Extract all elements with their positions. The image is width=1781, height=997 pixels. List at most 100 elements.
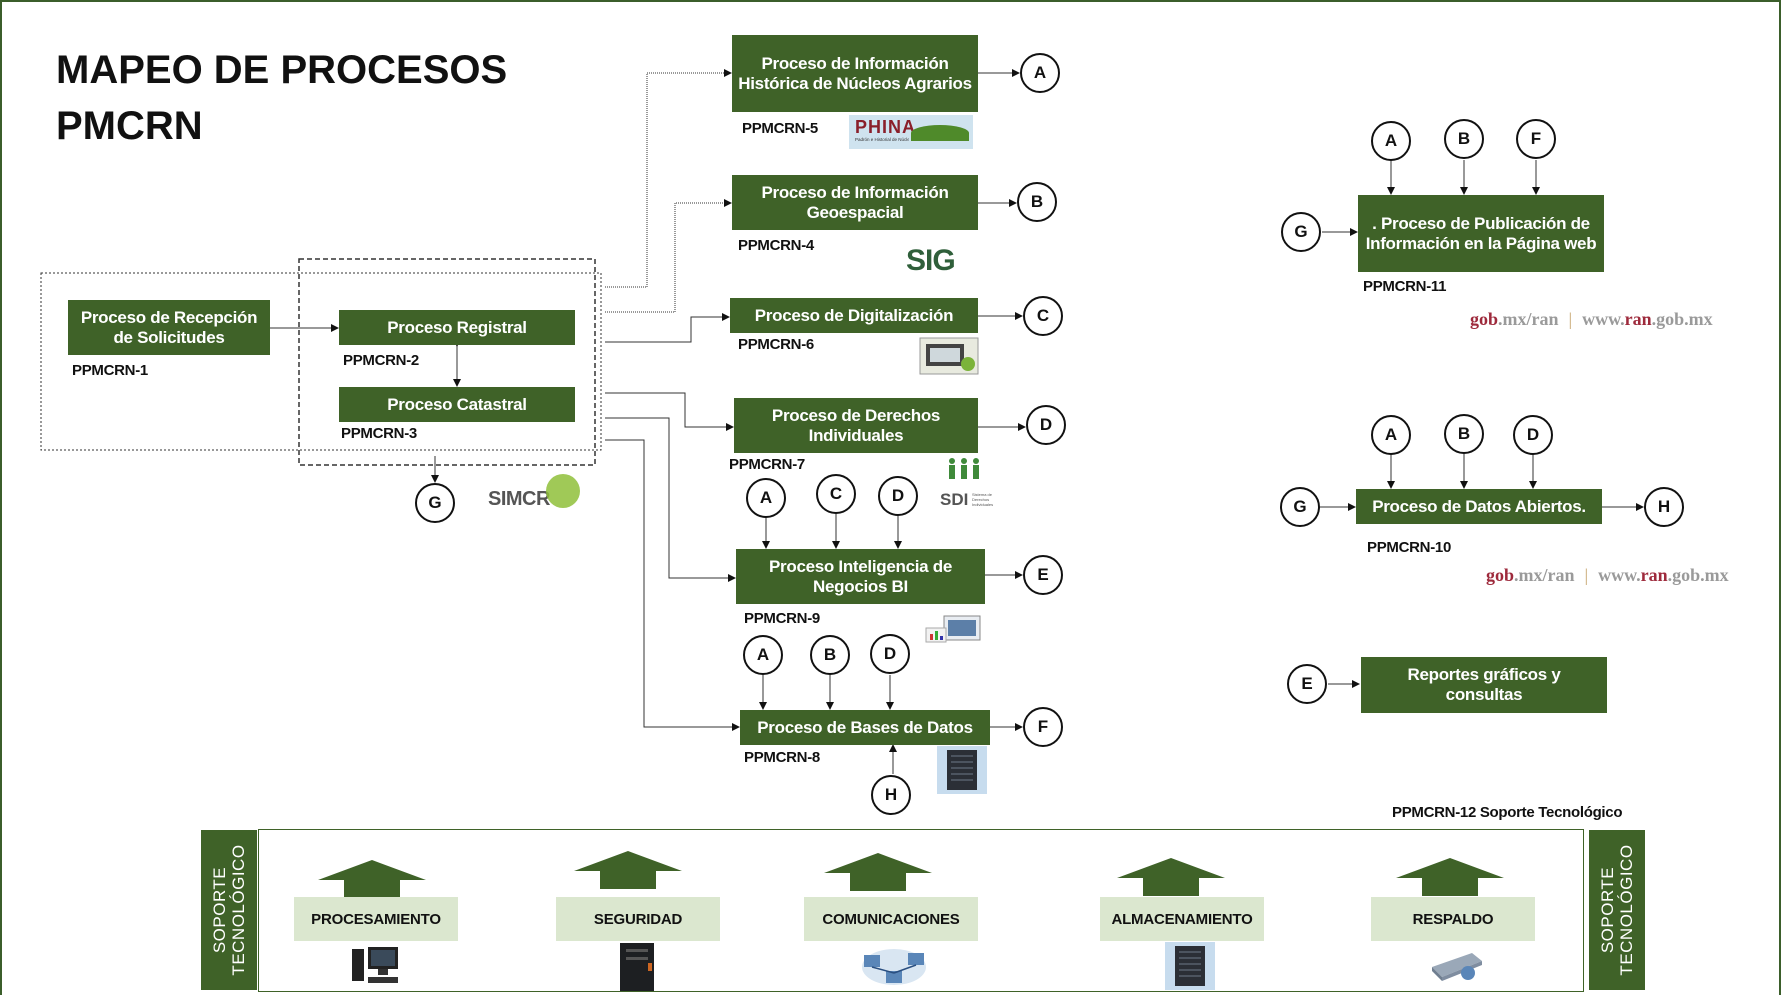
gob-link-1: gob.mx/ran | www.ran.gob.mx [1470,309,1713,330]
gob-link-2: gob.mx/ran|www.ran.gob.mx [1486,565,1729,586]
phina-logo-subtitle: Padrón e Historial de Núcleos Agrarios [855,137,909,142]
people-icon [949,458,979,479]
gob-link-2-mxran: .mx/ran [1514,565,1575,585]
scanner-icon [919,337,979,375]
gob-link-2-ran: ran [1640,565,1668,585]
process-reportes: Reportes gráficos y consultas [1361,657,1607,713]
gob-link-1-gobmx: .gob.mx [1651,309,1713,329]
support-side-right-line-1: SOPORTE [1598,866,1617,954]
phina-logo-text: PHINA [855,117,917,137]
simcr-logo-mark [546,474,580,508]
gob-link-1-gob: gob [1470,309,1499,329]
process-inteligencia-label: Proceso Inteligencia de Negocios BI [769,556,952,596]
connector-g-abiertos-input: G [1280,487,1320,527]
phina-logo-mark [911,125,969,141]
process-abiertos-label: Proceso de Datos Abiertos. [1372,496,1586,516]
code-ppmcrn-3: PPMCRN-3 [341,425,417,442]
group-recepcion-boundary [40,272,602,451]
dashboard-icon [925,615,981,643]
connector-d-bases-input: D [870,634,910,674]
process-historica-label: Proceso de Información Histórica de Núcl… [738,53,972,93]
connector-g: G [415,483,455,523]
support-item-almacenamiento: ALMACENAMIENTO [1100,897,1264,941]
process-recepcion: Proceso de Recepción de Solicitudes [68,300,270,355]
connector-c-bi-input: C [816,474,856,514]
simcr-logo: SIMCR [488,474,580,510]
up-arrow-icon [1396,858,1504,896]
code-ppmcrn-6: PPMCRN-6 [738,336,814,353]
title-line-2: PMCRN [56,104,203,148]
process-registral: Proceso Registral [339,310,575,345]
connector-e-bi: E [1023,555,1063,595]
gob-link-1-ran: ran [1624,309,1652,329]
process-historica: Proceso de Información Histórica de Núcl… [732,35,978,112]
sdi-logo: SDI Sistema de Derechos Individuales [940,456,996,514]
sdi-logo-text: SDI [940,490,969,509]
support-side-right-line-2: TECNOLÓGICO [1617,844,1636,976]
code-ppmcrn-1: PPMCRN-1 [72,362,148,379]
phina-logo: PHINA Padrón e Historial de Núcleos Agra… [849,115,973,149]
storage-server-icon [1165,942,1215,990]
process-catastral: Proceso Catastral [339,387,575,422]
connector-c-digitalizacion: C [1023,296,1063,336]
gob-link-2-gob: gob [1486,565,1515,585]
security-server-icon [620,943,654,991]
code-ppmcrn-8: PPMCRN-8 [744,749,820,766]
process-inteligencia: Proceso Inteligencia de Negocios BI [736,549,985,604]
simcr-logo-text: SIMCR [488,488,550,510]
process-derechos: Proceso de Derechos Individuales [734,398,978,453]
title-line-1: MAPEO DE PROCESOS [56,48,508,92]
connector-e-reportes-input: E [1287,664,1327,704]
process-geoespacial-label: Proceso de Información Geoespacial [761,182,949,222]
page-title: MAPEO DE PROCESOS PMCRN [56,42,507,154]
process-derechos-label: Proceso de Derechos Individuales [771,405,941,445]
up-arrow-icon [824,853,932,891]
gob-link-2-gobmx: .gob.mx [1667,565,1729,585]
connector-a-bi-input: A [746,478,786,518]
connector-d-derechos: D [1026,405,1066,445]
connector-b-publicacion-input: B [1444,119,1484,159]
support-item-comunicaciones: COMUNICACIONES [804,897,978,941]
connector-h-bases-input: H [871,775,911,815]
code-ppmcrn-11: PPMCRN-11 [1363,278,1447,295]
process-digitalizacion-label: Proceso de Digitalización [754,305,954,325]
process-catastral-label: Proceso Catastral [387,394,527,414]
process-publicacion-label: . Proceso de Publicación de Información … [1365,213,1597,253]
sig-logo: SIG [906,244,956,277]
gob-link-1-mxran: .mx/ran [1498,309,1559,329]
process-bases: Proceso de Bases de Datos [740,710,990,745]
connector-h-abiertos-output: H [1644,487,1684,527]
support-side-left-line-1: SOPORTE [210,866,229,954]
code-ppmcrn-4: PPMCRN-4 [738,237,814,254]
process-abiertos: Proceso de Datos Abiertos. [1356,489,1602,524]
support-item-respaldo: RESPALDO [1371,897,1535,941]
gob-link-2-www: www. [1598,565,1641,585]
connector-a-abiertos-input: A [1371,415,1411,455]
process-publicacion: . Proceso de Publicación de Información … [1358,195,1604,272]
process-geoespacial: Proceso de Información Geoespacial [732,175,978,230]
up-arrow-icon [1117,858,1225,896]
support-side-left-line-2: TECNOLÓGICO [229,844,248,976]
code-ppmcrn-7: PPMCRN-7 [729,456,805,473]
process-digitalizacion: Proceso de Digitalización [730,298,978,333]
process-bases-label: Proceso de Bases de Datos [757,717,973,737]
connector-b-bases-input: B [810,635,850,675]
up-arrow-icon [574,851,682,889]
gob-link-1-www: www. [1582,309,1625,329]
process-registral-label: Proceso Registral [387,317,527,337]
code-ppmcrn-2: PPMCRN-2 [343,352,419,369]
network-icon [862,949,926,985]
connector-a-bases-input: A [743,635,783,675]
support-item-procesamiento: PROCESAMIENTO [294,897,458,941]
code-ppmcrn-9: PPMCRN-9 [744,610,820,627]
gob-link-1-sep: | [1568,309,1573,329]
connector-b-geoespacial: B [1017,182,1057,222]
process-reportes-label: Reportes gráficos y consultas [1407,665,1561,704]
connector-b-abiertos-input: B [1444,414,1484,454]
